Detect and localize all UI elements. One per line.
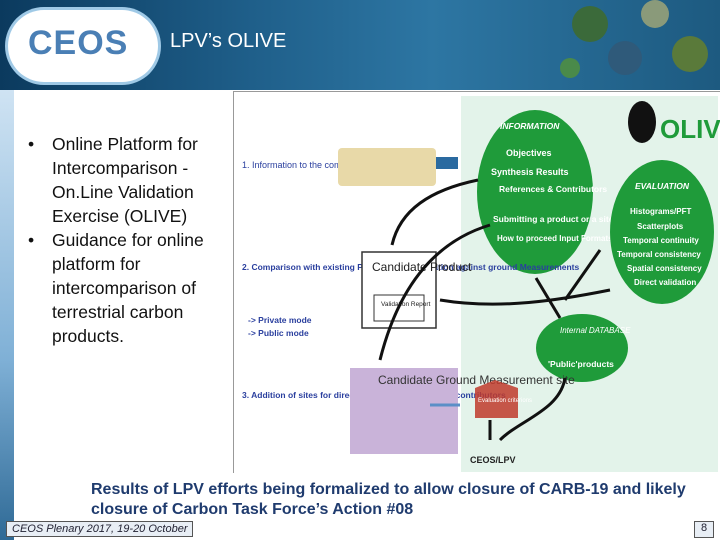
candidate-site-box bbox=[350, 368, 458, 454]
information-node bbox=[477, 110, 593, 274]
bullet-list: •Online Platform for Intercomparison - O… bbox=[22, 132, 227, 348]
forest-image bbox=[641, 0, 669, 28]
community-illustration bbox=[338, 148, 436, 186]
ceos-logo bbox=[8, 10, 158, 82]
earth-image-1 bbox=[572, 6, 608, 42]
evaluation-item: Direct validation bbox=[634, 278, 696, 287]
step-1-text: 1. Information to the community bbox=[242, 160, 369, 170]
olive-logo-text: OLIVE bbox=[660, 114, 720, 144]
evaluation-heading: EVALUATION bbox=[635, 181, 690, 191]
leaf-image bbox=[560, 58, 580, 78]
evaluation-criterions-box bbox=[475, 380, 518, 418]
olive-logo-icon bbox=[628, 101, 656, 143]
satellite-imagery-decoration bbox=[560, 0, 708, 78]
candidate-product-title: Candidate Product bbox=[372, 260, 472, 274]
database-heading: Internal DATABASE bbox=[560, 326, 631, 335]
evaluation-criterions-label: Evaluation criterions bbox=[478, 398, 532, 404]
information-item: Synthesis Results bbox=[491, 167, 569, 177]
step-2-private: -> Private mode bbox=[248, 315, 312, 325]
left-edge-decoration bbox=[0, 90, 14, 540]
evaluation-item: Spatial consistency bbox=[627, 264, 702, 273]
information-heading: INFORMATION bbox=[500, 121, 560, 131]
database-node bbox=[536, 314, 628, 382]
bullet-item: •Online Platform for Intercomparison - O… bbox=[28, 134, 198, 226]
ceos-lpv-label: CEOS/LPV bbox=[470, 455, 516, 465]
evaluation-item: Temporal continuity bbox=[623, 236, 699, 245]
information-item: References & Contributors bbox=[499, 184, 607, 194]
evaluation-item: Histograms/PFT bbox=[630, 207, 691, 216]
validation-report-label: Validation Report bbox=[381, 301, 431, 308]
information-item: Submitting a product or a site bbox=[493, 214, 614, 224]
candidate-site-label: Candidate Ground Measurement site bbox=[378, 373, 575, 387]
arrow bbox=[439, 288, 611, 306]
arrow bbox=[534, 277, 562, 319]
evaluation-node bbox=[610, 160, 714, 304]
results-statement: Results of LPV efforts being formalized … bbox=[91, 481, 686, 518]
flow-arrows bbox=[378, 178, 611, 442]
evaluation-item: Scatterplots bbox=[637, 222, 684, 231]
arrow bbox=[378, 223, 491, 361]
ceos-logo-text: CEOS bbox=[28, 24, 129, 62]
earth-image-2 bbox=[608, 41, 642, 75]
bullet-item: •Guidance for online platform for interc… bbox=[28, 230, 204, 346]
arrow bbox=[563, 249, 602, 301]
step-2-public: -> Public mode bbox=[248, 328, 309, 338]
arrow bbox=[498, 377, 567, 442]
evaluation-item: Temporal consistency bbox=[617, 250, 701, 259]
arrow bbox=[390, 178, 479, 246]
footer-event-label: CEOS Plenary 2017, 19-20 October bbox=[6, 521, 194, 537]
database-public-label: 'Public'products bbox=[548, 359, 614, 369]
arrow-to-community bbox=[436, 157, 458, 169]
information-item: How to proceed Input Formats bbox=[497, 234, 613, 243]
slide-title: LPV’s OLIVE bbox=[170, 30, 287, 52]
page-number: 8 bbox=[694, 521, 714, 538]
vegetation-image bbox=[672, 36, 708, 72]
information-item: Objectives bbox=[506, 148, 552, 158]
